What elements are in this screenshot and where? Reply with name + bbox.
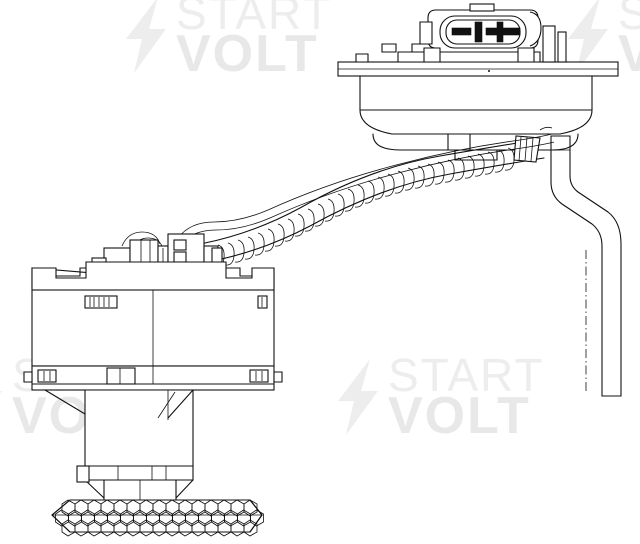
pump-housing xyxy=(23,261,283,391)
strainer-outline xyxy=(51,499,263,533)
strainer-mesh xyxy=(51,499,264,537)
wiring-harness xyxy=(121,126,555,249)
lower-cone-body xyxy=(44,389,194,501)
connector-latch xyxy=(469,3,495,12)
outlet-pipe xyxy=(550,135,622,397)
corrugated-hose xyxy=(149,135,545,275)
connector-terminals xyxy=(451,21,521,43)
pump-nameplate xyxy=(84,295,118,309)
flange-body xyxy=(359,74,593,135)
hose-clamp-upper xyxy=(513,135,541,163)
flange-post-right xyxy=(542,25,556,63)
electrical-connector xyxy=(419,3,542,63)
